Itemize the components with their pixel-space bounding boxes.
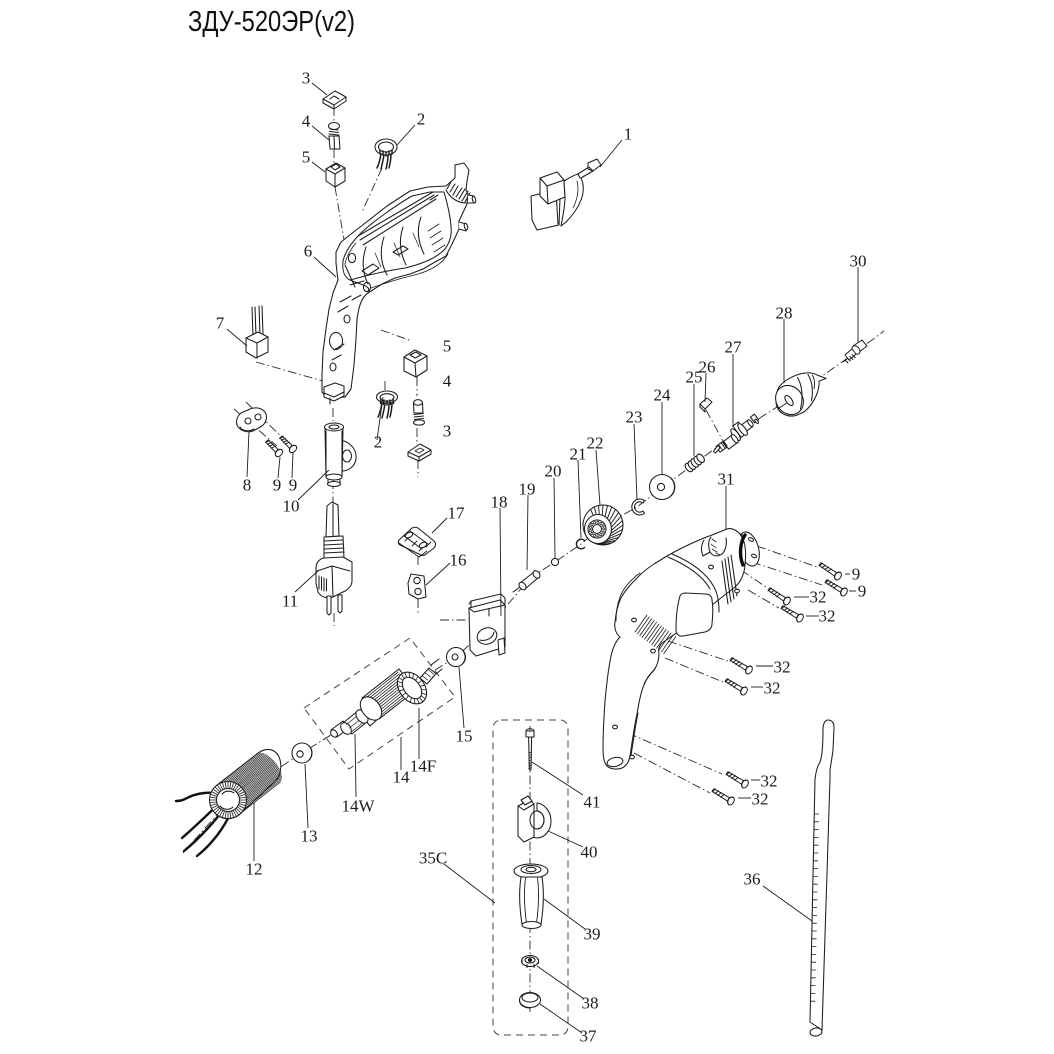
svg-text:12: 12 xyxy=(246,860,263,879)
svg-text:ЗДУ-520ЭР(v2): ЗДУ-520ЭР(v2) xyxy=(188,6,355,38)
svg-text:25: 25 xyxy=(686,368,703,387)
svg-text:37: 37 xyxy=(580,1027,598,1046)
svg-text:32: 32 xyxy=(819,607,836,626)
svg-text:32: 32 xyxy=(774,658,791,677)
svg-text:5: 5 xyxy=(302,148,311,167)
svg-text:15: 15 xyxy=(456,727,473,746)
svg-text:23: 23 xyxy=(626,408,643,427)
svg-text:2: 2 xyxy=(417,110,426,129)
svg-text:18: 18 xyxy=(491,493,508,512)
svg-text:5: 5 xyxy=(443,337,452,356)
svg-text:32: 32 xyxy=(752,790,769,809)
svg-text:24: 24 xyxy=(654,386,672,405)
svg-text:11: 11 xyxy=(282,592,298,611)
svg-text:36: 36 xyxy=(744,870,761,889)
svg-text:14: 14 xyxy=(393,768,411,787)
svg-text:9: 9 xyxy=(273,476,282,495)
svg-text:30: 30 xyxy=(850,252,867,271)
svg-text:35C: 35C xyxy=(419,849,447,868)
svg-text:4: 4 xyxy=(443,372,452,391)
svg-text:3: 3 xyxy=(443,422,452,441)
svg-text:40: 40 xyxy=(581,843,598,862)
svg-text:22: 22 xyxy=(587,434,604,453)
svg-text:9: 9 xyxy=(852,565,861,584)
svg-text:9: 9 xyxy=(289,476,298,495)
svg-text:28: 28 xyxy=(776,304,793,323)
svg-text:39: 39 xyxy=(584,925,601,944)
svg-text:21: 21 xyxy=(570,445,587,464)
svg-text:32: 32 xyxy=(761,772,778,791)
svg-text:32: 32 xyxy=(810,588,827,607)
svg-text:9: 9 xyxy=(858,582,867,601)
svg-text:17: 17 xyxy=(448,504,466,523)
svg-text:14W: 14W xyxy=(341,797,375,816)
svg-text:38: 38 xyxy=(582,994,599,1013)
svg-text:19: 19 xyxy=(519,480,536,499)
svg-text:6: 6 xyxy=(304,242,313,261)
svg-text:31: 31 xyxy=(718,470,735,489)
svg-text:1: 1 xyxy=(624,125,633,144)
svg-text:3: 3 xyxy=(302,69,311,88)
svg-text:8: 8 xyxy=(243,476,252,495)
svg-text:7: 7 xyxy=(216,314,225,333)
svg-text:26: 26 xyxy=(699,358,716,377)
svg-text:14F: 14F xyxy=(410,757,436,776)
svg-text:27: 27 xyxy=(725,338,743,357)
svg-text:10: 10 xyxy=(283,497,300,516)
svg-text:20: 20 xyxy=(545,462,562,481)
svg-text:13: 13 xyxy=(301,827,318,846)
svg-text:41: 41 xyxy=(584,793,601,812)
svg-text:4: 4 xyxy=(302,112,311,131)
svg-text:16: 16 xyxy=(450,551,467,570)
svg-text:2: 2 xyxy=(374,433,383,452)
svg-text:32: 32 xyxy=(764,679,781,698)
